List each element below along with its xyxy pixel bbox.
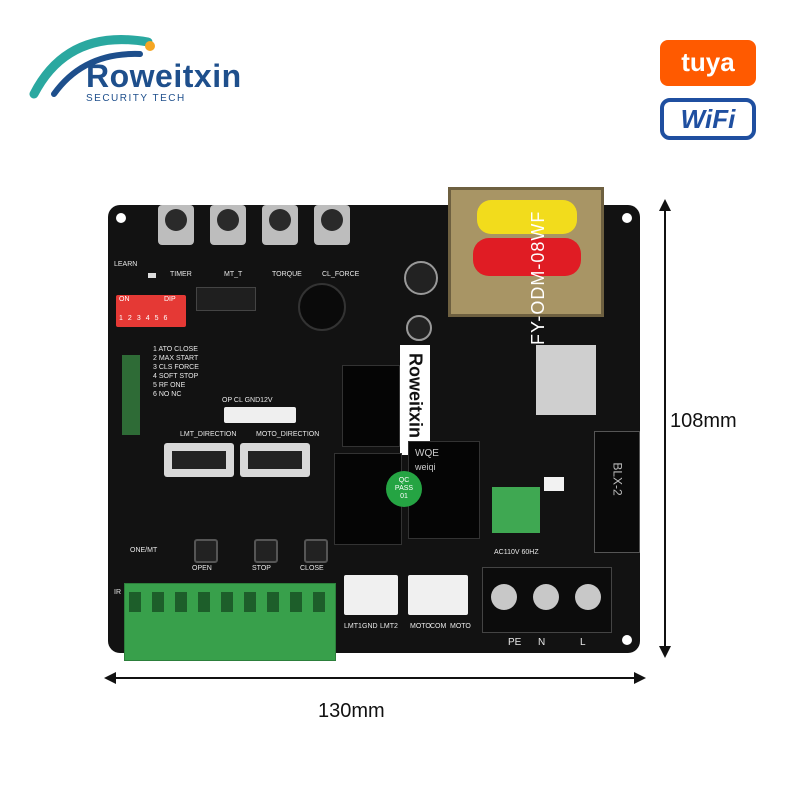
width-label: 130mm <box>318 700 385 722</box>
switch-label: LMT_DIRECTION <box>180 431 237 438</box>
brand-tagline: SECURITY TECH <box>86 93 186 104</box>
potentiometer[interactable] <box>158 205 194 245</box>
connector-label: MOTO <box>450 623 471 630</box>
pot-label: MT_T <box>224 271 243 278</box>
optocoupler <box>544 477 564 491</box>
mount-hole <box>622 635 632 645</box>
tuya-badge: tuya <box>660 40 756 86</box>
capacitor <box>406 315 432 341</box>
potentiometer[interactable] <box>210 205 246 245</box>
mount-hole <box>622 213 632 223</box>
dip-numbers: 123456 <box>119 315 173 322</box>
moto-direction-switch[interactable] <box>240 443 310 477</box>
terminal-block-2pin[interactable] <box>492 487 540 533</box>
brand-name: Roweitxin <box>86 58 242 94</box>
dip-function: 4 SOFT STOP <box>153 373 199 380</box>
close-label: CLOSE <box>300 565 324 572</box>
logo-arc-outer <box>29 35 153 99</box>
brand-logo <box>29 35 155 99</box>
stop-button[interactable] <box>254 539 278 563</box>
moto-connector[interactable] <box>408 575 468 615</box>
dip-function: 2 MAX START <box>153 355 199 362</box>
circuit-board: TIMER MT_T TORQUE CL_FORCE LEARN ON DIP … <box>108 187 640 661</box>
rf-module <box>122 355 140 435</box>
terminal-block-9pin[interactable] <box>124 583 336 661</box>
fuse-holder: BLX-2 <box>594 431 640 553</box>
transformer <box>448 187 604 317</box>
stop-label: STOP <box>252 565 271 572</box>
pot-label: CL_FORCE <box>322 271 360 278</box>
ic-chip <box>196 287 256 311</box>
power-label: L <box>580 637 586 648</box>
logo-dot <box>145 41 155 51</box>
dip-on-label: ON <box>119 296 130 303</box>
dip-label: DIP <box>164 296 176 303</box>
power-label: N <box>538 637 546 648</box>
wifi-badge: WiFi <box>660 98 756 140</box>
buzzer <box>298 283 346 331</box>
connector-label: COM <box>430 623 447 630</box>
logo-arc-inner <box>51 50 143 97</box>
input-connector-label: OP CL GND12V <box>222 397 273 404</box>
relay-text: WQE <box>415 448 439 459</box>
relay: WQE weiqi <box>408 441 480 539</box>
power-spec: AC110V 60HZ <box>494 549 539 556</box>
connector-label: MOTO <box>410 623 431 630</box>
height-label: 108mm <box>670 410 737 432</box>
pot-label: TIMER <box>170 271 192 278</box>
power-label: PE <box>508 637 522 648</box>
mount-hole <box>116 213 126 223</box>
dip-function: 3 CLS FORCE <box>153 364 199 371</box>
relay-brand: weiqi <box>415 462 436 472</box>
potentiometer[interactable] <box>314 205 350 245</box>
board-logo: Roweitxin <box>400 345 430 455</box>
pot-label: TORQUE <box>272 271 302 278</box>
dip-switch[interactable]: ON DIP 123456 <box>116 295 186 327</box>
one-mt-label: ONE/MT <box>130 547 158 554</box>
learn-led <box>148 273 156 278</box>
lmt-direction-switch[interactable] <box>164 443 234 477</box>
ir-label: IR <box>114 589 121 596</box>
close-button[interactable] <box>304 539 328 563</box>
dip-function: 5 RF ONE <box>153 382 186 389</box>
open-label: OPEN <box>192 565 212 572</box>
heatsink <box>536 345 596 415</box>
input-connector <box>224 407 296 423</box>
fuse-label: BLX-2 <box>610 462 625 496</box>
dip-function: 1 ATO CLOSE <box>153 346 198 353</box>
relay <box>342 365 400 447</box>
open-button[interactable] <box>194 539 218 563</box>
capacitor <box>404 261 438 295</box>
connector-label: LMT1 <box>344 623 362 630</box>
dip-function-list: 1 ATO CLOSE 2 MAX START 3 CLS FORCE 4 SO… <box>153 345 199 399</box>
lmt-connector[interactable] <box>344 575 398 615</box>
potentiometer[interactable] <box>262 205 298 245</box>
connector-label: GND <box>362 623 378 630</box>
model-label: FY-ODM-08WF <box>528 210 548 345</box>
learn-label: LEARN <box>114 261 138 268</box>
power-terminal[interactable] <box>482 567 612 633</box>
connector-label: LMT2 <box>380 623 398 630</box>
switch-label: MOTO_DIRECTION <box>256 431 320 438</box>
dip-function: 6 NO NC <box>153 391 182 398</box>
